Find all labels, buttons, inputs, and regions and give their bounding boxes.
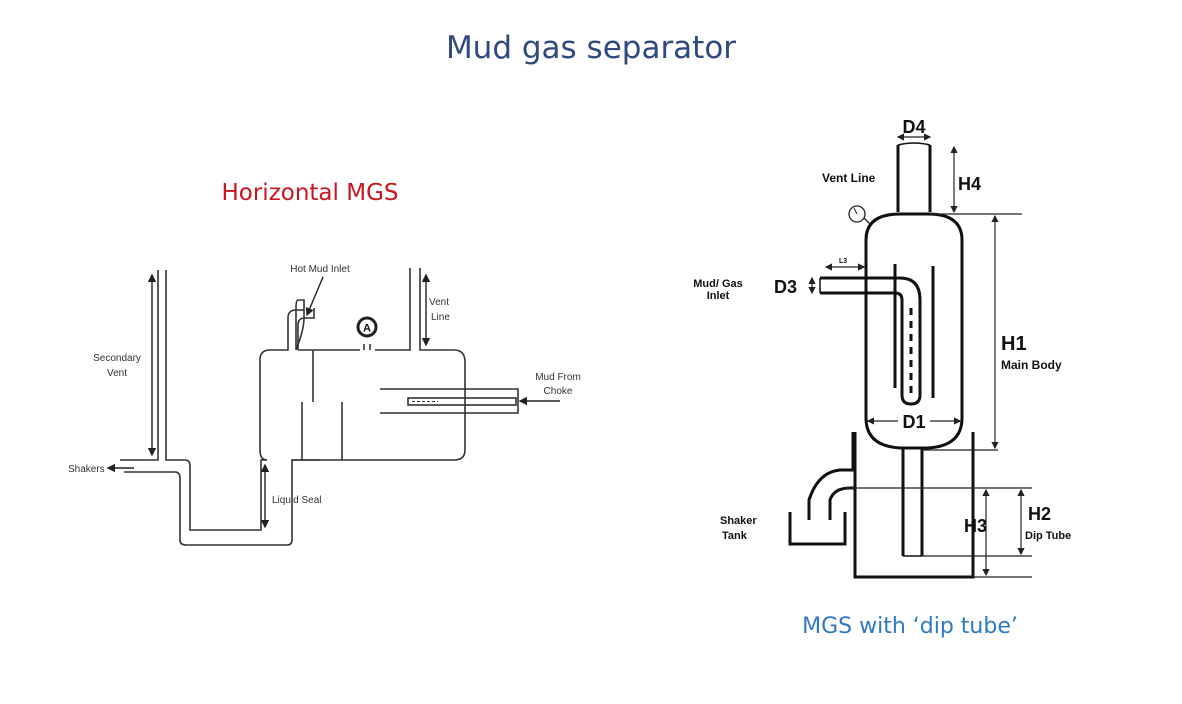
main-body-vessel <box>864 212 964 450</box>
dip-tank <box>853 432 975 579</box>
vent-line-pipe <box>896 145 932 212</box>
dip-tube-labels: D4 H4 Vent Line Mud/ Gas Inlet D3 L3 H1 … <box>693 117 1071 542</box>
shaker-tank <box>788 512 847 546</box>
shaker-tank-label-2: Tank <box>722 530 748 542</box>
dip-tube <box>901 448 924 556</box>
main-body-label: Main Body <box>1001 358 1062 372</box>
vent-line-label-1: Vent <box>429 297 449 308</box>
inlet-pipe <box>820 276 922 406</box>
hot-mud-inlet-arrow <box>305 276 324 317</box>
d1-label: D1 <box>902 412 925 432</box>
vessel-shell <box>292 268 466 461</box>
h3-label: H3 <box>964 516 987 536</box>
page-title: Mud gas separator <box>445 30 737 66</box>
dip-tube-mgs-diagram <box>788 142 975 579</box>
horizontal-labels: Hot Mud Inlet Vent Line Secondary Vent M… <box>68 264 581 506</box>
shakers-label: Shakers <box>68 464 105 475</box>
liquid-seal-label: Liquid Seal <box>272 495 321 506</box>
choke-inlet-pipe <box>380 388 519 414</box>
shaker-tank-label-1: Shaker <box>720 515 757 527</box>
gauge-icon: A <box>356 316 378 350</box>
vent-line-label: Vent Line <box>822 171 876 185</box>
horizontal-mgs-caption: Horizontal MGS <box>221 180 399 206</box>
secondary-vent-pipe <box>120 270 267 531</box>
d4-label: D4 <box>902 117 925 137</box>
secondary-vent-label-1: Secondary <box>93 353 141 364</box>
mud-gas-inlet-label-1: Mud/ Gas <box>693 278 743 290</box>
mud-from-choke-label-1: Mud From <box>535 372 581 383</box>
l3-label: L3 <box>839 258 847 265</box>
pressure-gauge-icon <box>848 205 871 225</box>
secondary-vent-label-2: Vent <box>107 368 127 379</box>
h4-label: H4 <box>958 174 981 194</box>
dimension-lines <box>808 133 1032 578</box>
h1-label: H1 <box>1001 333 1027 355</box>
dip-tube-label: Dip Tube <box>1025 530 1071 542</box>
horizontal-mgs-diagram <box>120 268 519 546</box>
horizontal-arrows <box>106 273 560 529</box>
h2-label: H2 <box>1028 504 1051 524</box>
tank-outlet <box>807 432 855 520</box>
vent-line-label-2: Line <box>431 312 450 323</box>
d3-label: D3 <box>774 277 797 297</box>
dip-tube-mgs-caption: MGS with ‘dip tube’ <box>802 614 1018 639</box>
mud-from-choke-label-2: Choke <box>544 386 573 397</box>
hot-mud-inlet-label: Hot Mud Inlet <box>290 264 350 275</box>
drain-pipe <box>124 459 320 546</box>
choke-inner-tube <box>407 397 517 406</box>
mud-gas-inlet-label-2: Inlet <box>707 290 730 302</box>
gauge-label: A <box>363 323 371 335</box>
